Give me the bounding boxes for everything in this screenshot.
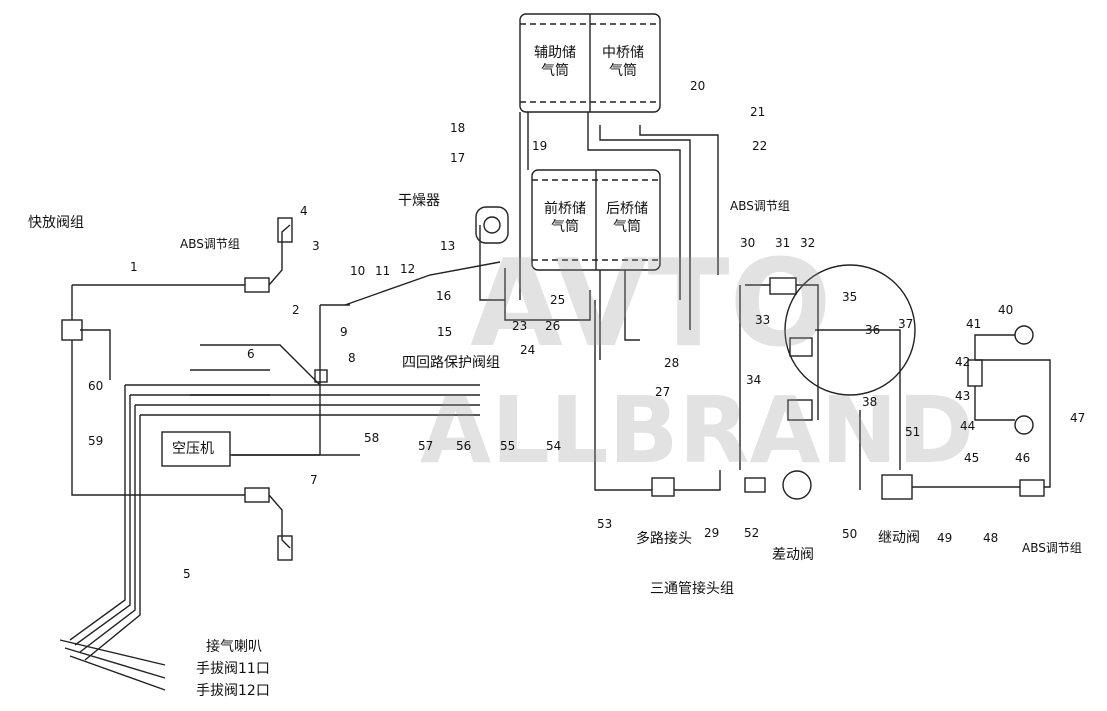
abs-label-bottom-right: ABS调节组 xyxy=(1022,541,1082,555)
part-number: 51 xyxy=(905,425,921,439)
part-number: 11 xyxy=(375,264,391,278)
part-number: 59 xyxy=(88,434,104,448)
tank-top-pair xyxy=(519,13,661,113)
part-number: 17 xyxy=(450,151,466,165)
part-number: 58 xyxy=(364,431,380,445)
tank-front-label: 前桥储气筒 xyxy=(544,201,586,235)
part-number: 46 xyxy=(1015,451,1031,465)
relay-valve-label: 继动阀 xyxy=(878,530,920,546)
watermark-line2: ALLBRAND xyxy=(420,377,974,484)
tank-rear-label: 后桥储气筒 xyxy=(606,201,648,235)
quick-release-label: 快放阀组 xyxy=(28,215,84,231)
part-number: 42 xyxy=(955,355,971,369)
abs-module-bottom-left xyxy=(244,487,270,503)
dryer-label: 干燥器 xyxy=(398,193,440,209)
part-number: 25 xyxy=(550,293,566,307)
abs-module-bottom-right xyxy=(1019,479,1045,497)
part-number: 7 xyxy=(310,473,318,487)
compressor-box xyxy=(161,431,231,467)
part-number: 44 xyxy=(960,419,976,433)
part-number: 8 xyxy=(348,351,356,365)
part-number: 19 xyxy=(532,139,548,153)
part-number: 26 xyxy=(545,319,561,333)
quick-release-valve xyxy=(61,319,83,341)
part-number: 60 xyxy=(88,379,104,393)
part-number: 13 xyxy=(440,239,456,253)
part-number: 41 xyxy=(966,317,982,331)
part-number: 49 xyxy=(937,531,953,545)
abs-module-top-left xyxy=(244,277,270,293)
part-number: 9 xyxy=(340,325,348,339)
valve-35 xyxy=(787,399,813,421)
part-number: 5 xyxy=(183,567,191,581)
part-number: 20 xyxy=(690,79,706,93)
tee-group-label: 三通管接头组 xyxy=(650,581,734,597)
part-number: 10 xyxy=(350,264,366,278)
part-number: 16 xyxy=(436,289,452,303)
part-number: 4 xyxy=(300,204,308,218)
part-number: 45 xyxy=(964,451,980,465)
part-number: 36 xyxy=(865,323,881,337)
handbrake-11-label: 手拔阀11口 xyxy=(196,661,270,677)
part-number: 35 xyxy=(842,290,858,304)
horn-label: 接气喇叭 xyxy=(206,639,262,655)
part-number: 53 xyxy=(597,517,613,531)
part-number: 33 xyxy=(755,313,771,327)
part-number: 43 xyxy=(955,389,971,403)
part-number: 3 xyxy=(312,239,320,253)
handbrake-12-label: 手拔阀12口 xyxy=(196,683,270,699)
part-number: 47 xyxy=(1070,411,1086,425)
part-number: 34 xyxy=(746,373,762,387)
part-number: 56 xyxy=(456,439,472,453)
dryer-unit xyxy=(475,206,509,244)
compressor-label: 空压机 xyxy=(172,441,214,457)
multi-joint xyxy=(651,477,675,497)
part-number: 18 xyxy=(450,121,466,135)
abs-label-top-left: ABS调节组 xyxy=(180,237,240,251)
part-number: 32 xyxy=(800,236,816,250)
part-number: 2 xyxy=(292,303,300,317)
part-number: 21 xyxy=(750,105,766,119)
part-number: 38 xyxy=(862,395,878,409)
part-number: 29 xyxy=(704,526,720,540)
part-number: 57 xyxy=(418,439,434,453)
part-number: 24 xyxy=(520,343,536,357)
part-number: 40 xyxy=(998,303,1014,317)
part-number: 12 xyxy=(400,262,416,276)
four-circuit-label: 四回路保护阀组 xyxy=(402,355,500,371)
part-number: 27 xyxy=(655,385,671,399)
part-number: 23 xyxy=(512,319,528,333)
watermark-line1: AVTO xyxy=(470,235,832,374)
diff-valve-label: 差动阀 xyxy=(772,547,814,563)
part-number: 37 xyxy=(898,317,914,331)
multi-joint-label: 多路接头 xyxy=(636,531,692,547)
part-number: 50 xyxy=(842,527,858,541)
part-number: 30 xyxy=(740,236,756,250)
diff-valve-body xyxy=(782,470,812,500)
part-number: 54 xyxy=(546,439,562,453)
part-number: 15 xyxy=(437,325,453,339)
tank-bottom-pair xyxy=(531,169,661,271)
part-number: 31 xyxy=(775,236,791,250)
part-number: 22 xyxy=(752,139,768,153)
part-number: 55 xyxy=(500,439,516,453)
abs-label-top-right: ABS调节组 xyxy=(730,199,790,213)
valve-33 xyxy=(789,337,813,357)
part-number: 52 xyxy=(744,526,760,540)
part-number: 28 xyxy=(664,356,680,370)
abs-module-mid xyxy=(769,277,797,295)
pipe-bundle xyxy=(59,384,480,691)
tee-joint xyxy=(744,477,766,493)
part-number: 6 xyxy=(247,347,255,361)
part-number: 48 xyxy=(983,531,999,545)
part-number: 1 xyxy=(130,260,138,274)
tank-mid-label: 中桥储气筒 xyxy=(602,45,644,79)
tank-aux-label: 辅助储气筒 xyxy=(534,45,576,79)
